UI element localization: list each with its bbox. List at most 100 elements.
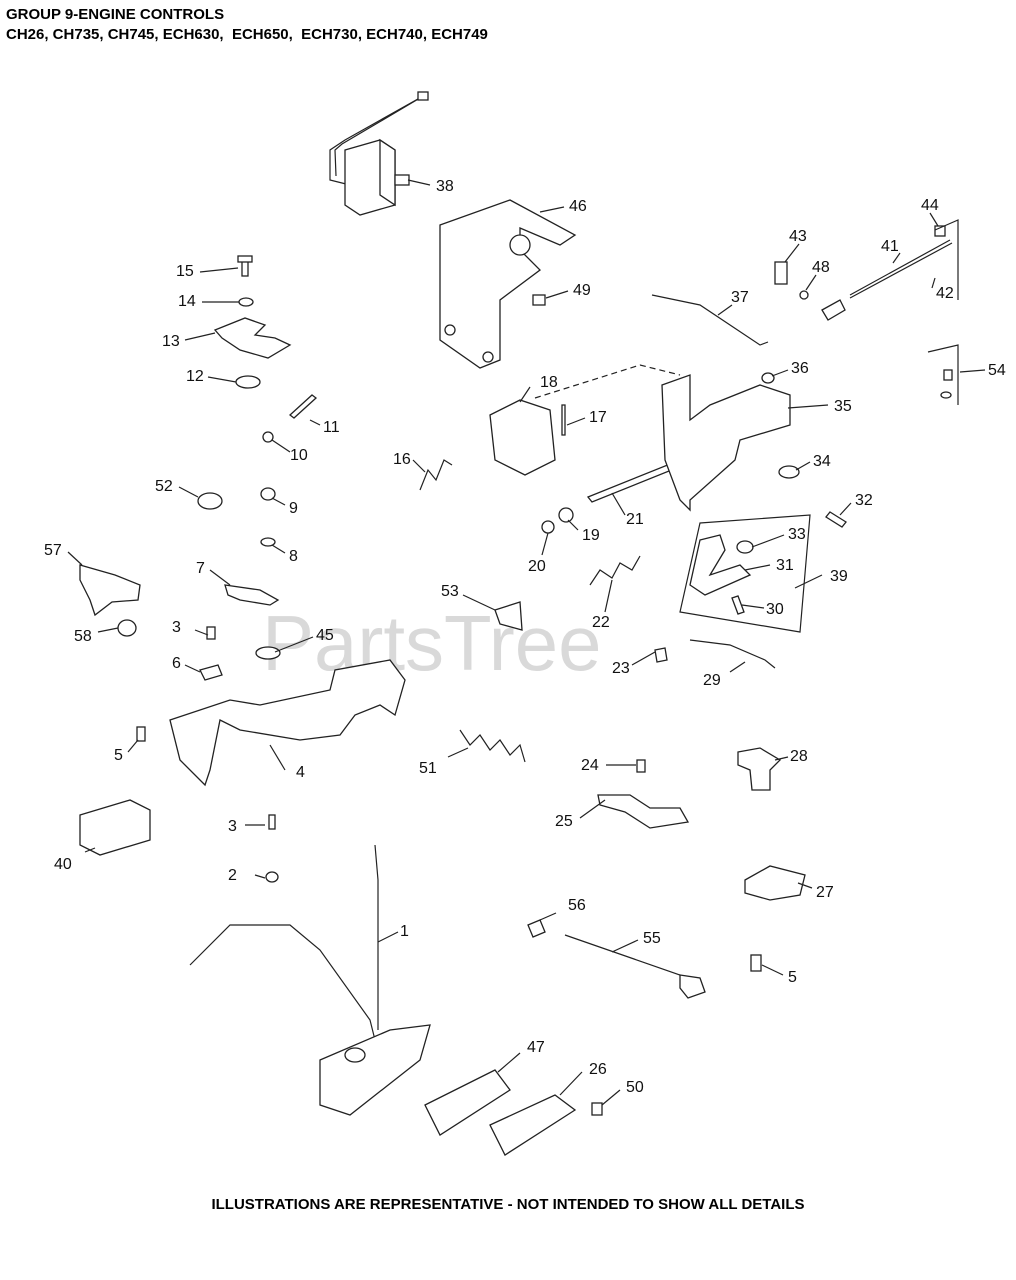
part-35-bracket [661,374,791,512]
callout-37: 37 [731,289,749,306]
part-31-lever [689,534,752,596]
callout-49: 49 [573,282,591,299]
part-5-bolt-right [750,954,762,972]
callout-41: 41 [881,238,899,255]
callout-25: 25 [555,813,573,830]
callout-23: 23 [612,660,630,677]
part-50-bolt [591,1102,603,1116]
part-54-screw [943,369,953,381]
part-1-throttle-control [189,844,431,1116]
part-55-cable [564,934,693,983]
part-53-bracket [494,601,523,631]
callout-22: 22 [592,614,610,631]
part-58-bushing [117,619,137,637]
callout-2: 2 [228,867,237,884]
part-20-nut [541,520,555,534]
part-2-nut [265,871,279,883]
callout-10: 10 [290,447,308,464]
callout-56: 56 [568,897,586,914]
part-55-cable-end [679,974,706,999]
callout-50: 50 [626,1079,644,1096]
part-32-screw [825,511,847,528]
part-27-plate [744,865,806,901]
callout-3-upper: 3 [172,619,181,636]
callout-30: 30 [766,601,784,618]
callout-54: 54 [988,362,1006,379]
part-23-clip [654,647,668,663]
callout-9: 9 [289,500,298,517]
part-52-bushing [197,492,223,510]
callout-35: 35 [834,398,852,415]
diagram-title: GROUP 9-ENGINE CONTROLS [6,6,225,23]
callout-16: 16 [393,451,411,468]
part-45-washer [255,646,281,660]
callout-57: 57 [44,542,62,559]
part-29-link [689,639,776,669]
part-39-assembly-outline [679,514,811,633]
part-26-plate [489,1094,577,1156]
callout-20: 20 [528,558,546,575]
parts-13-to-15 [213,255,318,443]
callout-51: 51 [419,760,437,777]
part-3-bolt-lower [268,814,276,830]
part-36-nut [761,372,775,384]
callout-3-lower: 3 [228,818,237,835]
callout-53: 53 [441,583,459,600]
callout-42: 42 [936,285,954,302]
callout-55: 55 [643,930,661,947]
callout-27: 27 [816,884,834,901]
part-30-pin [731,595,745,615]
part-47-plate [424,1069,511,1136]
callout-43: 43 [789,228,807,245]
part-51-spring [459,729,526,763]
callout-5-right: 5 [788,969,797,986]
callout-19: 19 [582,527,600,544]
part-18-solenoid [489,399,556,476]
part-38-motor [329,91,429,216]
callout-34: 34 [813,453,831,470]
part-24-bolt [636,759,646,773]
callout-17: 17 [589,409,607,426]
callout-12: 12 [186,368,204,385]
callout-45: 45 [316,627,334,644]
part-7-lever [224,584,280,606]
part-22-spring [589,555,641,586]
part-57-lever [79,564,141,617]
part-9-nut [260,487,276,501]
callout-48: 48 [812,259,830,276]
part-3-bolt [206,626,216,640]
part-41-rod [849,239,953,299]
part-4-bracket [169,659,406,787]
model-list: CH26, CH735, CH745, ECH630, ECH650, ECH7… [6,26,488,43]
callout-32: 32 [855,492,873,509]
part-40-block [79,799,151,856]
part-19-bushing [558,507,574,523]
disclaimer-footer: ILLUSTRATIONS ARE REPRESENTATIVE - NOT I… [211,1196,805,1213]
part-42-bracket-outline [934,219,959,300]
callout-31: 31 [776,557,794,574]
callout-40: 40 [54,856,72,873]
callout-14: 14 [178,293,196,310]
callout-15: 15 [176,263,194,280]
part-34-washer [778,465,800,479]
callout-47: 47 [527,1039,545,1056]
callout-24: 24 [581,757,599,774]
callout-18: 18 [540,374,558,391]
callout-11: 11 [323,419,340,436]
part-54-bracket-outline [927,344,959,405]
callout-29: 29 [703,672,721,689]
callouts: 1 2 3 3 4 5 5 6 7 8 9 10 11 12 13 14 15 … [44,178,1006,1096]
part-33-washer [736,540,754,554]
callout-6: 6 [172,655,181,672]
callout-39: 39 [830,568,848,585]
callout-58: 58 [74,628,92,645]
callout-21: 21 [626,511,644,528]
part-17-pin [561,404,566,436]
part-6-clip [199,664,223,681]
part-28-lever [737,747,782,791]
watermark: PartsTree [262,599,602,687]
callout-46: 46 [569,198,587,215]
part-46-bracket [439,199,577,369]
leader-lines [67,179,986,1106]
